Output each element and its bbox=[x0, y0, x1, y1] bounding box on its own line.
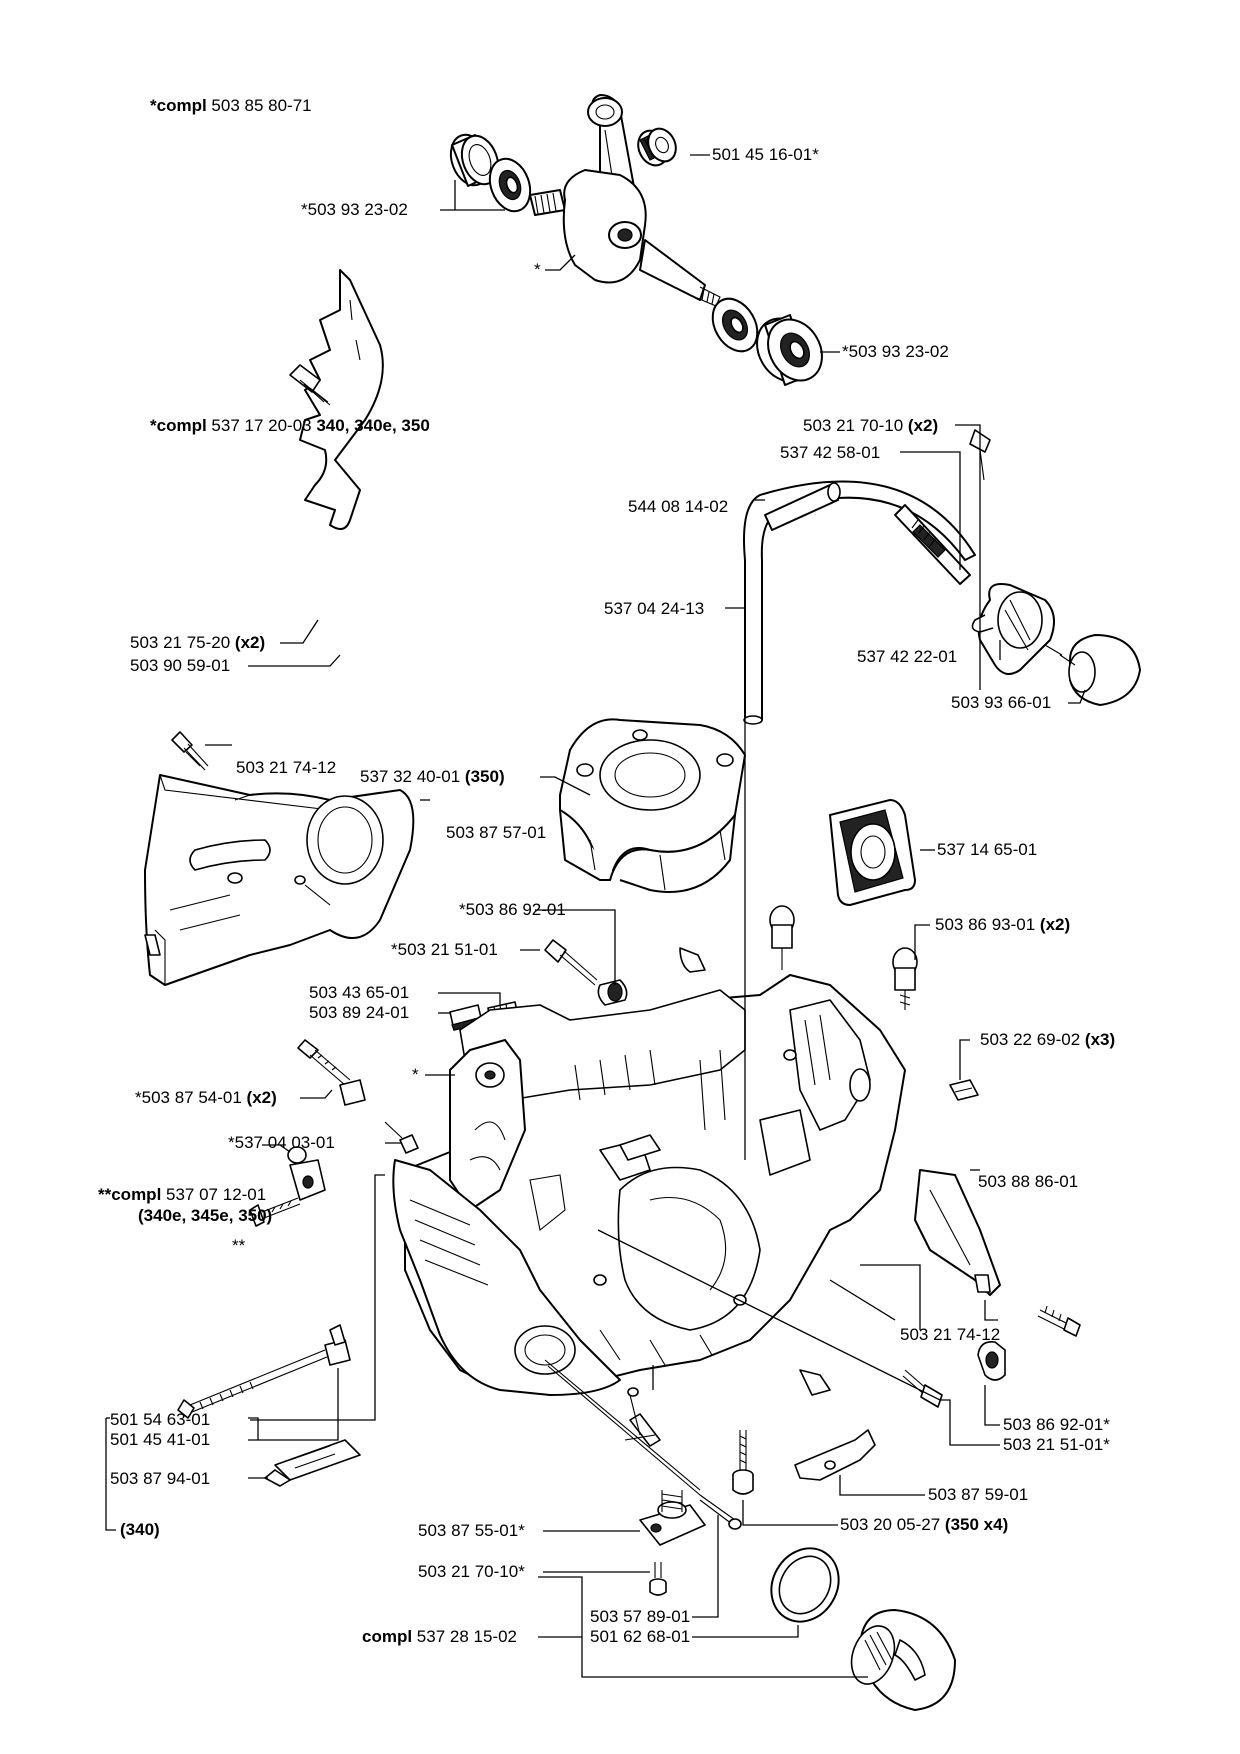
mount-buffer-right bbox=[892, 947, 918, 1010]
label-cap-kit: compl 537 28 15-02 bbox=[362, 1627, 517, 1646]
label-oil-bracket: 503 87 59-01 bbox=[928, 1485, 1029, 1504]
label-tensioner-rod: 501 54 63-01 bbox=[110, 1410, 211, 1429]
bushing-right bbox=[977, 1340, 1006, 1381]
bumper-spike bbox=[289, 269, 384, 530]
crankshaft-leaders bbox=[440, 154, 840, 353]
label-screw-right: 503 21 74-12 bbox=[900, 1325, 1001, 1344]
label-primer-bulb: 503 93 66-01 bbox=[951, 693, 1052, 712]
label-bearing-right: *503 93 23-02 bbox=[842, 342, 949, 361]
pin-small bbox=[384, 1121, 419, 1154]
label-cylinder-bolt: 503 20 05-27 (350 x4) bbox=[840, 1515, 1009, 1534]
fuel-tube bbox=[743, 480, 976, 725]
label-chain-guard-plate: 503 88 86-01 bbox=[978, 1172, 1079, 1191]
label-fitting-screw: 503 21 70-10* bbox=[418, 1562, 525, 1581]
tensioner-bolt bbox=[297, 1039, 366, 1106]
bearing-ring-left bbox=[449, 133, 500, 187]
label-bearing-left: *503 93 23-02 bbox=[301, 200, 408, 219]
cylinder-bolt bbox=[732, 1430, 754, 1495]
primer-housing bbox=[971, 583, 1055, 675]
mount-buffer-left bbox=[769, 905, 795, 970]
screw-mid bbox=[902, 1369, 943, 1408]
oil-pump-adjuster bbox=[249, 1146, 326, 1227]
label-cover-screw: 503 21 74-12 bbox=[236, 758, 337, 777]
tensioner-rod bbox=[177, 1324, 351, 1419]
crankcase bbox=[392, 974, 906, 1396]
primer-bulb bbox=[1044, 634, 1141, 706]
label-tensioner-nut: 501 45 41-01 bbox=[110, 1430, 211, 1449]
label-bumper-spike: 503 90 59-01 bbox=[130, 656, 231, 675]
oil-pickup-line bbox=[544, 1359, 701, 1496]
label-screw-primer: 503 21 70-10 (x2) bbox=[803, 416, 939, 435]
label-crankcase: * bbox=[412, 1065, 419, 1084]
label-cylinder-spacer: 537 32 40-01 (350) bbox=[360, 767, 505, 786]
label-tensioner-bushing: *503 86 92-01 bbox=[459, 900, 566, 919]
fuel-leaders bbox=[725, 424, 1086, 704]
label-crankshaft-kit: *compl 503 85 80-71 bbox=[150, 96, 312, 115]
label-primer-housing: 537 42 22-01 bbox=[857, 647, 958, 666]
oil-bracket bbox=[794, 1429, 876, 1481]
oil-fitting bbox=[639, 1490, 706, 1546]
fitting-screw bbox=[649, 1562, 667, 1596]
clutch-cover bbox=[144, 774, 415, 986]
screw-right bbox=[1037, 1305, 1081, 1337]
label-bumper-screw: 503 21 75-20 (x2) bbox=[130, 633, 266, 652]
label-hose: 544 08 14-02 bbox=[628, 497, 729, 516]
tensioner-screw bbox=[544, 939, 628, 1006]
clip-x3 bbox=[949, 1079, 979, 1101]
label-crankcase-kit: *compl 537 17 20-03 340, 340e, 350 bbox=[150, 416, 430, 435]
label-intake-gasket: 537 14 65-01 bbox=[937, 840, 1038, 859]
label-oil-pump-adjuster: ** bbox=[232, 1236, 246, 1255]
label-tank-cap: 501 62 68-01 bbox=[590, 1627, 691, 1646]
label-seal-ring: 503 57 89-01 bbox=[590, 1607, 691, 1626]
cylinder-spacer bbox=[559, 718, 746, 893]
bearing-right-inner bbox=[711, 297, 759, 353]
label-pin: *537 04 03-01 bbox=[228, 1133, 335, 1152]
label-model-340: (340) bbox=[120, 1520, 160, 1539]
crankshaft-assembly bbox=[449, 94, 823, 386]
label-guide-plate: 503 87 94-01 bbox=[110, 1469, 211, 1488]
label-tensioner-screw: *503 21 51-01 bbox=[391, 940, 498, 959]
label-tensioner-bolt: *503 87 54-01 (x2) bbox=[135, 1088, 277, 1107]
label-clip: 503 22 69-02 (x3) bbox=[980, 1030, 1116, 1049]
label-spring-pin: 537 42 58-01 bbox=[780, 443, 881, 462]
label-oil-pump-kit: **compl 537 07 12-01 bbox=[98, 1185, 267, 1204]
label-slide: 503 43 65-01 bbox=[309, 983, 410, 1002]
label-mount-buffer: 503 86 93-01 (x2) bbox=[935, 915, 1071, 934]
chain-guard-plate bbox=[914, 1169, 1001, 1296]
guide-plate bbox=[264, 1439, 361, 1487]
bumper-leaders bbox=[248, 619, 341, 667]
bearing-right-outer bbox=[756, 314, 823, 386]
label-oil-pump-models: (340e, 345e, 350) bbox=[138, 1206, 273, 1225]
label-screw-mid: 503 21 51-01* bbox=[1003, 1435, 1110, 1454]
label-bushing-right: 503 86 92-01* bbox=[1003, 1415, 1110, 1434]
hose-piece bbox=[764, 482, 841, 531]
label-oil-fitting: 503 87 55-01* bbox=[418, 1521, 525, 1540]
seal-ring bbox=[770, 1547, 840, 1623]
needle-bearing bbox=[637, 127, 677, 167]
label-fuel-tube: 537 04 24-13 bbox=[604, 599, 705, 618]
label-spring: 503 89 24-01 bbox=[309, 1003, 410, 1022]
label-clutch-cover: 503 87 57-01 bbox=[446, 823, 547, 842]
label-crankshaft: * bbox=[534, 260, 541, 279]
tank-cap bbox=[850, 1609, 956, 1711]
label-needle-bearing: 501 45 16-01* bbox=[712, 145, 819, 164]
spring-pin bbox=[894, 504, 971, 585]
intake-gasket bbox=[829, 799, 916, 906]
cover-screw bbox=[171, 731, 209, 771]
bearing-left bbox=[488, 157, 532, 213]
